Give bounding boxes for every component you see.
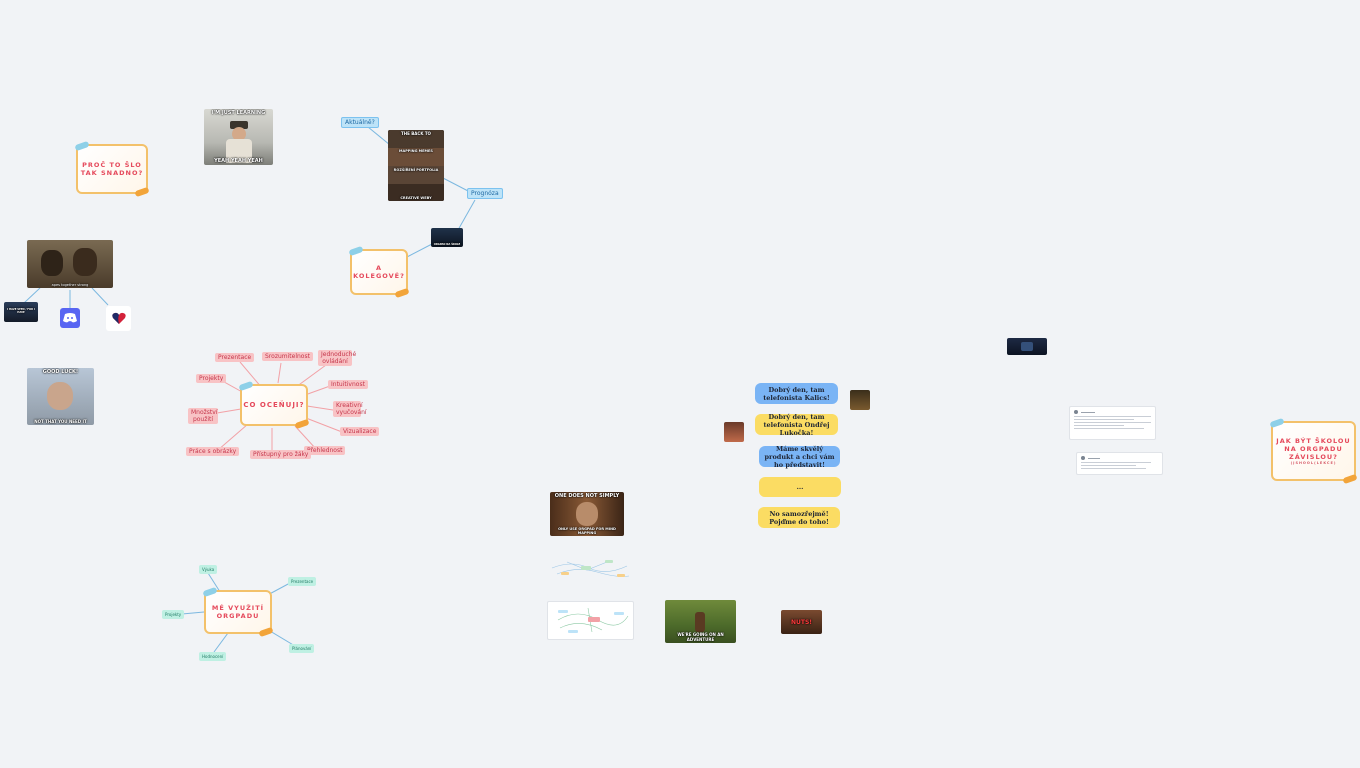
avatar-ondrej: [724, 422, 744, 442]
meme-dark-right[interactable]: [1007, 338, 1047, 355]
title-card-jak-label: JAK BÝT ŠKOLOU NA ORGPADU ZÁVISLOU?: [1276, 437, 1351, 461]
meme-goodluck-top: GOOD LUCK!: [42, 369, 79, 375]
node-vyuziti-3[interactable]: Projekty: [162, 610, 185, 619]
node-prace[interactable]: Práce s obrázky: [186, 447, 240, 456]
title-card-vyuziti-label: MÉ VYUŽITÍ ORGPADU: [211, 604, 265, 620]
meme-dark-small-caption: ORGPAD NA ŠKOLE: [433, 243, 461, 246]
chat-bubble-3[interactable]: Máme skvělý produkt a chci vám ho předst…: [759, 444, 840, 469]
meme-stages-bottom: CREATIVE WEBY: [400, 196, 432, 200]
meme-boromir[interactable]: ONE DOES NOT SIMPLY ONLY USE ORGPAD FOR …: [550, 492, 624, 536]
node-vyuziti-2[interactable]: Prezentace: [288, 577, 317, 586]
node-aktualne[interactable]: Aktuálně?: [341, 117, 379, 128]
node-kreativni[interactable]: Kreativní vyučování: [333, 401, 367, 417]
title-card-oceni-label: CO OCEŇUJI?: [243, 401, 305, 409]
node-jednoduche[interactable]: Jednoduché ovládání: [318, 350, 356, 366]
meme-apes[interactable]: apes together strong: [27, 240, 113, 288]
meme-pitbull[interactable]: I'M JUST LEARNING YEAH YEAH YEAH: [204, 109, 273, 165]
post-screenshot-1[interactable]: [1069, 406, 1156, 440]
node-prognoza[interactable]: Prognóza: [467, 188, 503, 199]
meme-small-left[interactable]: I HAVE SEEN / FOR I HAVE: [4, 302, 38, 322]
title-card-proc[interactable]: PROČ TO ŠLO TAK SNADNO?: [76, 144, 148, 194]
node-vizualizace[interactable]: Vizualizace: [340, 427, 380, 436]
meme-goodluck[interactable]: GOOD LUCK! NOT THAT YOU NEED IT: [27, 368, 94, 425]
chat-bubble-1[interactable]: Dobrý den, tam telefonista Kalics!: [755, 383, 838, 404]
mindmap-thumb-2[interactable]: [547, 601, 634, 640]
node-intuitivnost[interactable]: Intuitivnost: [328, 380, 368, 389]
meme-stages[interactable]: THE BACK TO MAPPING MEMES ROZŠÍŘENÍ PORT…: [388, 130, 444, 201]
meme-pitbull-top: I'M JUST LEARNING: [211, 110, 266, 116]
mindmap-thumb-1-graphic: [551, 560, 630, 577]
meme-nuts[interactable]: NUTS!: [781, 610, 822, 634]
chat-bubble-3-text: Máme skvělý produkt a chci vám ho předst…: [764, 444, 835, 469]
heart-glyph: [111, 312, 126, 324]
meme-hobbit[interactable]: WE'RE GOING ON AN ADVENTURE: [665, 600, 736, 643]
node-mnozstvi[interactable]: Množství použití: [188, 408, 218, 424]
meme-goodluck-bottom: NOT THAT YOU NEED IT: [34, 419, 87, 424]
title-card-vyuziti[interactable]: MÉ VYUŽITÍ ORGPADU: [204, 590, 272, 634]
discord-icon[interactable]: [60, 308, 80, 328]
title-card-kolegove[interactable]: A KOLEGOVÉ?: [350, 249, 408, 295]
post-2-avatar: [1081, 456, 1085, 460]
meme-stages-mid2: ROZŠÍŘENÍ PORTFOLIA: [393, 168, 439, 172]
post-1-avatar: [1074, 410, 1078, 414]
meme-nuts-caption: NUTS!: [790, 619, 813, 626]
avatar-kalics: [850, 390, 870, 410]
node-pristup[interactable]: Přístupný pro žáky: [250, 450, 312, 459]
discord-glyph: [63, 313, 77, 323]
node-vyuziti-1[interactable]: Výuka: [199, 565, 218, 574]
chat-bubble-4[interactable]: ...: [759, 477, 841, 497]
meme-hobbit-bottom: WE'RE GOING ON AN ADVENTURE: [677, 632, 724, 642]
meme-boromir-top: ONE DOES NOT SIMPLY: [554, 493, 620, 499]
meme-pitbull-bottom: YEAH YEAH YEAH: [214, 158, 263, 164]
node-prezentace[interactable]: Prezentace: [215, 353, 255, 362]
post-screenshot-2[interactable]: [1076, 452, 1163, 475]
meme-boromir-bottom: ONLY USE ORGPAD FOR MIND MAPPING: [558, 527, 616, 535]
node-srozumitelnost[interactable]: Srozumitelnost: [262, 352, 313, 361]
meme-stages-mid1: MAPPING MEMES: [399, 149, 433, 153]
node-prehlednost[interactable]: Přehlednost: [304, 446, 346, 455]
node-projekty[interactable]: Projekty: [196, 374, 227, 383]
chat-bubble-1-text: Dobrý den, tam telefonista Kalics!: [763, 385, 830, 402]
chat-bubble-2[interactable]: Dobrý den, tam telefonista Ondřej Lukočk…: [755, 412, 838, 437]
meme-stages-top: THE BACK TO: [401, 131, 431, 136]
chat-bubble-5-text: No samozřejmě! Pojďme do toho!: [769, 509, 829, 526]
mindmap-thumb-1[interactable]: [547, 556, 632, 582]
meme-apes-caption: apes together strong: [51, 283, 89, 287]
title-card-jak[interactable]: JAK BÝT ŠKOLOU NA ORGPADU ZÁVISLOU? (JSH…: [1271, 421, 1356, 481]
title-card-kolegove-label: A KOLEGOVÉ?: [353, 264, 405, 280]
chat-bubble-5[interactable]: No samozřejmě! Pojďme do toho!: [758, 507, 840, 528]
meme-dark-small[interactable]: ORGPAD NA ŠKOLE: [431, 228, 463, 247]
meme-small-left-caption: I HAVE SEEN / FOR I HAVE: [7, 308, 35, 314]
node-vyuziti-4[interactable]: Hodnocení: [199, 652, 227, 661]
title-card-oceni[interactable]: CO OCEŇUJI?: [240, 384, 308, 426]
heart-icon[interactable]: [106, 306, 131, 331]
chat-bubble-4-text: ...: [796, 483, 804, 491]
chat-bubble-2-text: Dobrý den, tam telefonista Ondřej Lukočk…: [763, 412, 830, 437]
mindmap-thumb-2-graphic: [557, 607, 629, 633]
title-card-proc-label: PROČ TO ŠLO TAK SNADNO?: [80, 161, 144, 177]
node-vyuziti-5[interactable]: Plánování: [289, 644, 315, 653]
title-card-jak-sub: (JSHOOL(LEKCE): [1290, 461, 1337, 465]
